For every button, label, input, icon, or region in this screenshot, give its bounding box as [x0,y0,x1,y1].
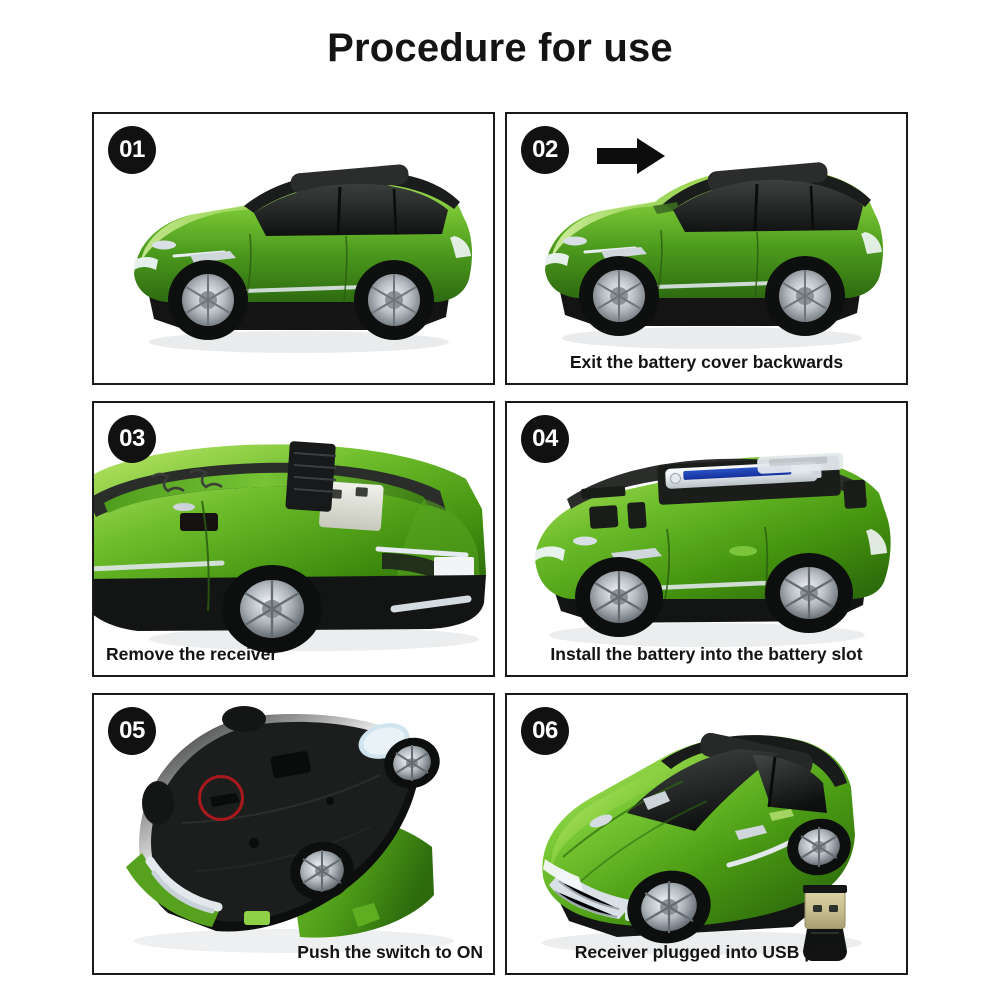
car-image-side-view [94,114,493,383]
step-badge-05: 05 [108,707,156,755]
step-caption-06: Receiver plugged into USB port [574,942,839,962]
step-badge-01: 01 [108,126,156,174]
step-caption-05: Push the switch to ON [297,942,483,962]
step-panel-04[interactable]: 04 [505,401,908,677]
car-image-cover-open [507,114,906,383]
car-image-battery-slot [507,403,906,675]
step-badge-02: 02 [521,126,569,174]
step-panel-05[interactable]: 05 [92,693,495,975]
step-panel-03[interactable]: 03 [92,401,495,677]
right-arrow-icon [595,136,667,176]
step-caption-02: Exit the battery cover backwards [569,352,844,372]
steps-grid: 01 [92,112,908,975]
step-panel-06[interactable]: 06 [505,693,908,975]
step-badge-06: 06 [521,707,569,755]
usb-receiver-in-slot [285,441,384,531]
step-panel-01[interactable]: 01 [92,112,495,385]
step-caption-03: Remove the receiver [106,644,278,664]
step-caption-04: Install the battery into the battery slo… [550,644,863,664]
step-panel-02[interactable]: 02 [505,112,908,385]
usb-receiver-icon [803,885,847,961]
step-badge-04: 04 [521,415,569,463]
car-image-with-usb-receiver [507,695,906,973]
page-title: Procedure for use [327,26,673,70]
step-badge-03: 03 [108,415,156,463]
car-image-underside [94,695,493,973]
car-image-receiver-removal [94,403,493,675]
switch-location-annotation [198,775,244,821]
